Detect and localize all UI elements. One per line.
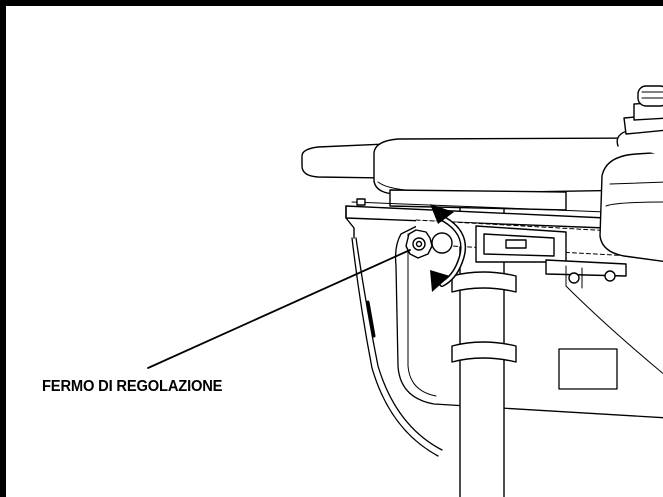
callout-leader-line [147,249,411,369]
adjustment-knob-icon [405,229,453,259]
callout-label: FERMO DI REGOLAZIONE [42,378,223,395]
mounting-arm [345,198,632,289]
rotation-arrow-icon [430,204,467,292]
seat-cushion [301,137,657,195]
joystick-controller [599,85,663,263]
joystick-mount-illustration [147,85,663,497]
cable [351,237,663,457]
